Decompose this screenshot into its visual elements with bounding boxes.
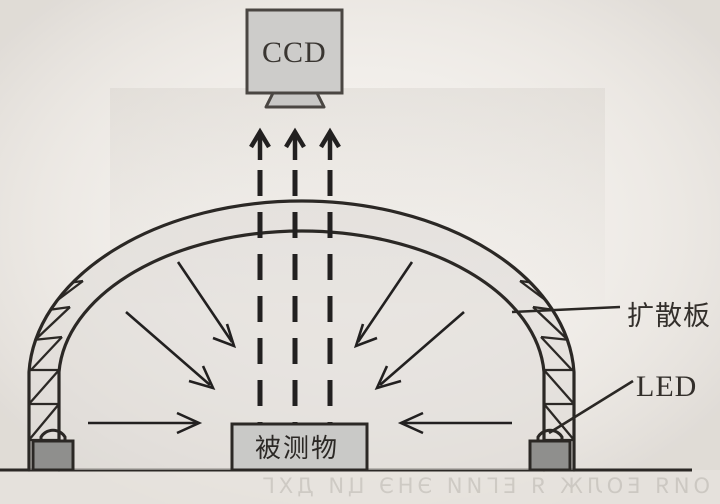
camera-view-arrows — [249, 127, 341, 160]
ccd-camera[interactable] — [245, 8, 344, 109]
view-arrow-3 — [319, 127, 341, 160]
dome-interior-fill — [30, 202, 573, 470]
ccd-label: CCD — [262, 36, 327, 69]
ccd-body — [245, 8, 344, 95]
light-arrow-R3 — [397, 411, 512, 435]
illumination-arrows-right — [353, 261, 512, 435]
ccd-lens — [264, 91, 326, 109]
light-arrow-L2 — [125, 311, 216, 391]
diffuser-label: 扩散板 — [627, 301, 711, 332]
illumination-arrows-left — [88, 261, 237, 435]
led-left-base — [31, 439, 75, 472]
optical-path-dashes — [257, 170, 333, 424]
light-arrow-L3 — [88, 411, 203, 435]
scan-smudge-lower — [0, 470, 720, 504]
diffuser-leader-line — [511, 305, 621, 314]
diffuser-inner-arc — [57, 229, 546, 472]
diffuser-outer-arc — [27, 199, 576, 472]
view-arrow-2 — [284, 127, 306, 160]
led-right-base — [528, 439, 572, 472]
measured-object-box — [230, 422, 369, 472]
led-right-lamp — [536, 428, 564, 448]
view-arrow-1 — [249, 127, 271, 160]
led-leader-line — [548, 379, 634, 435]
led-left[interactable] — [31, 428, 75, 472]
led-label: LED — [636, 370, 698, 403]
measured-object-label: 被测物 — [255, 434, 340, 464]
led-right[interactable] — [528, 428, 572, 472]
led-left-lamp — [39, 428, 67, 448]
light-arrow-L1 — [176, 261, 237, 349]
light-arrow-R2 — [374, 311, 465, 391]
light-arrow-R1 — [353, 261, 414, 349]
